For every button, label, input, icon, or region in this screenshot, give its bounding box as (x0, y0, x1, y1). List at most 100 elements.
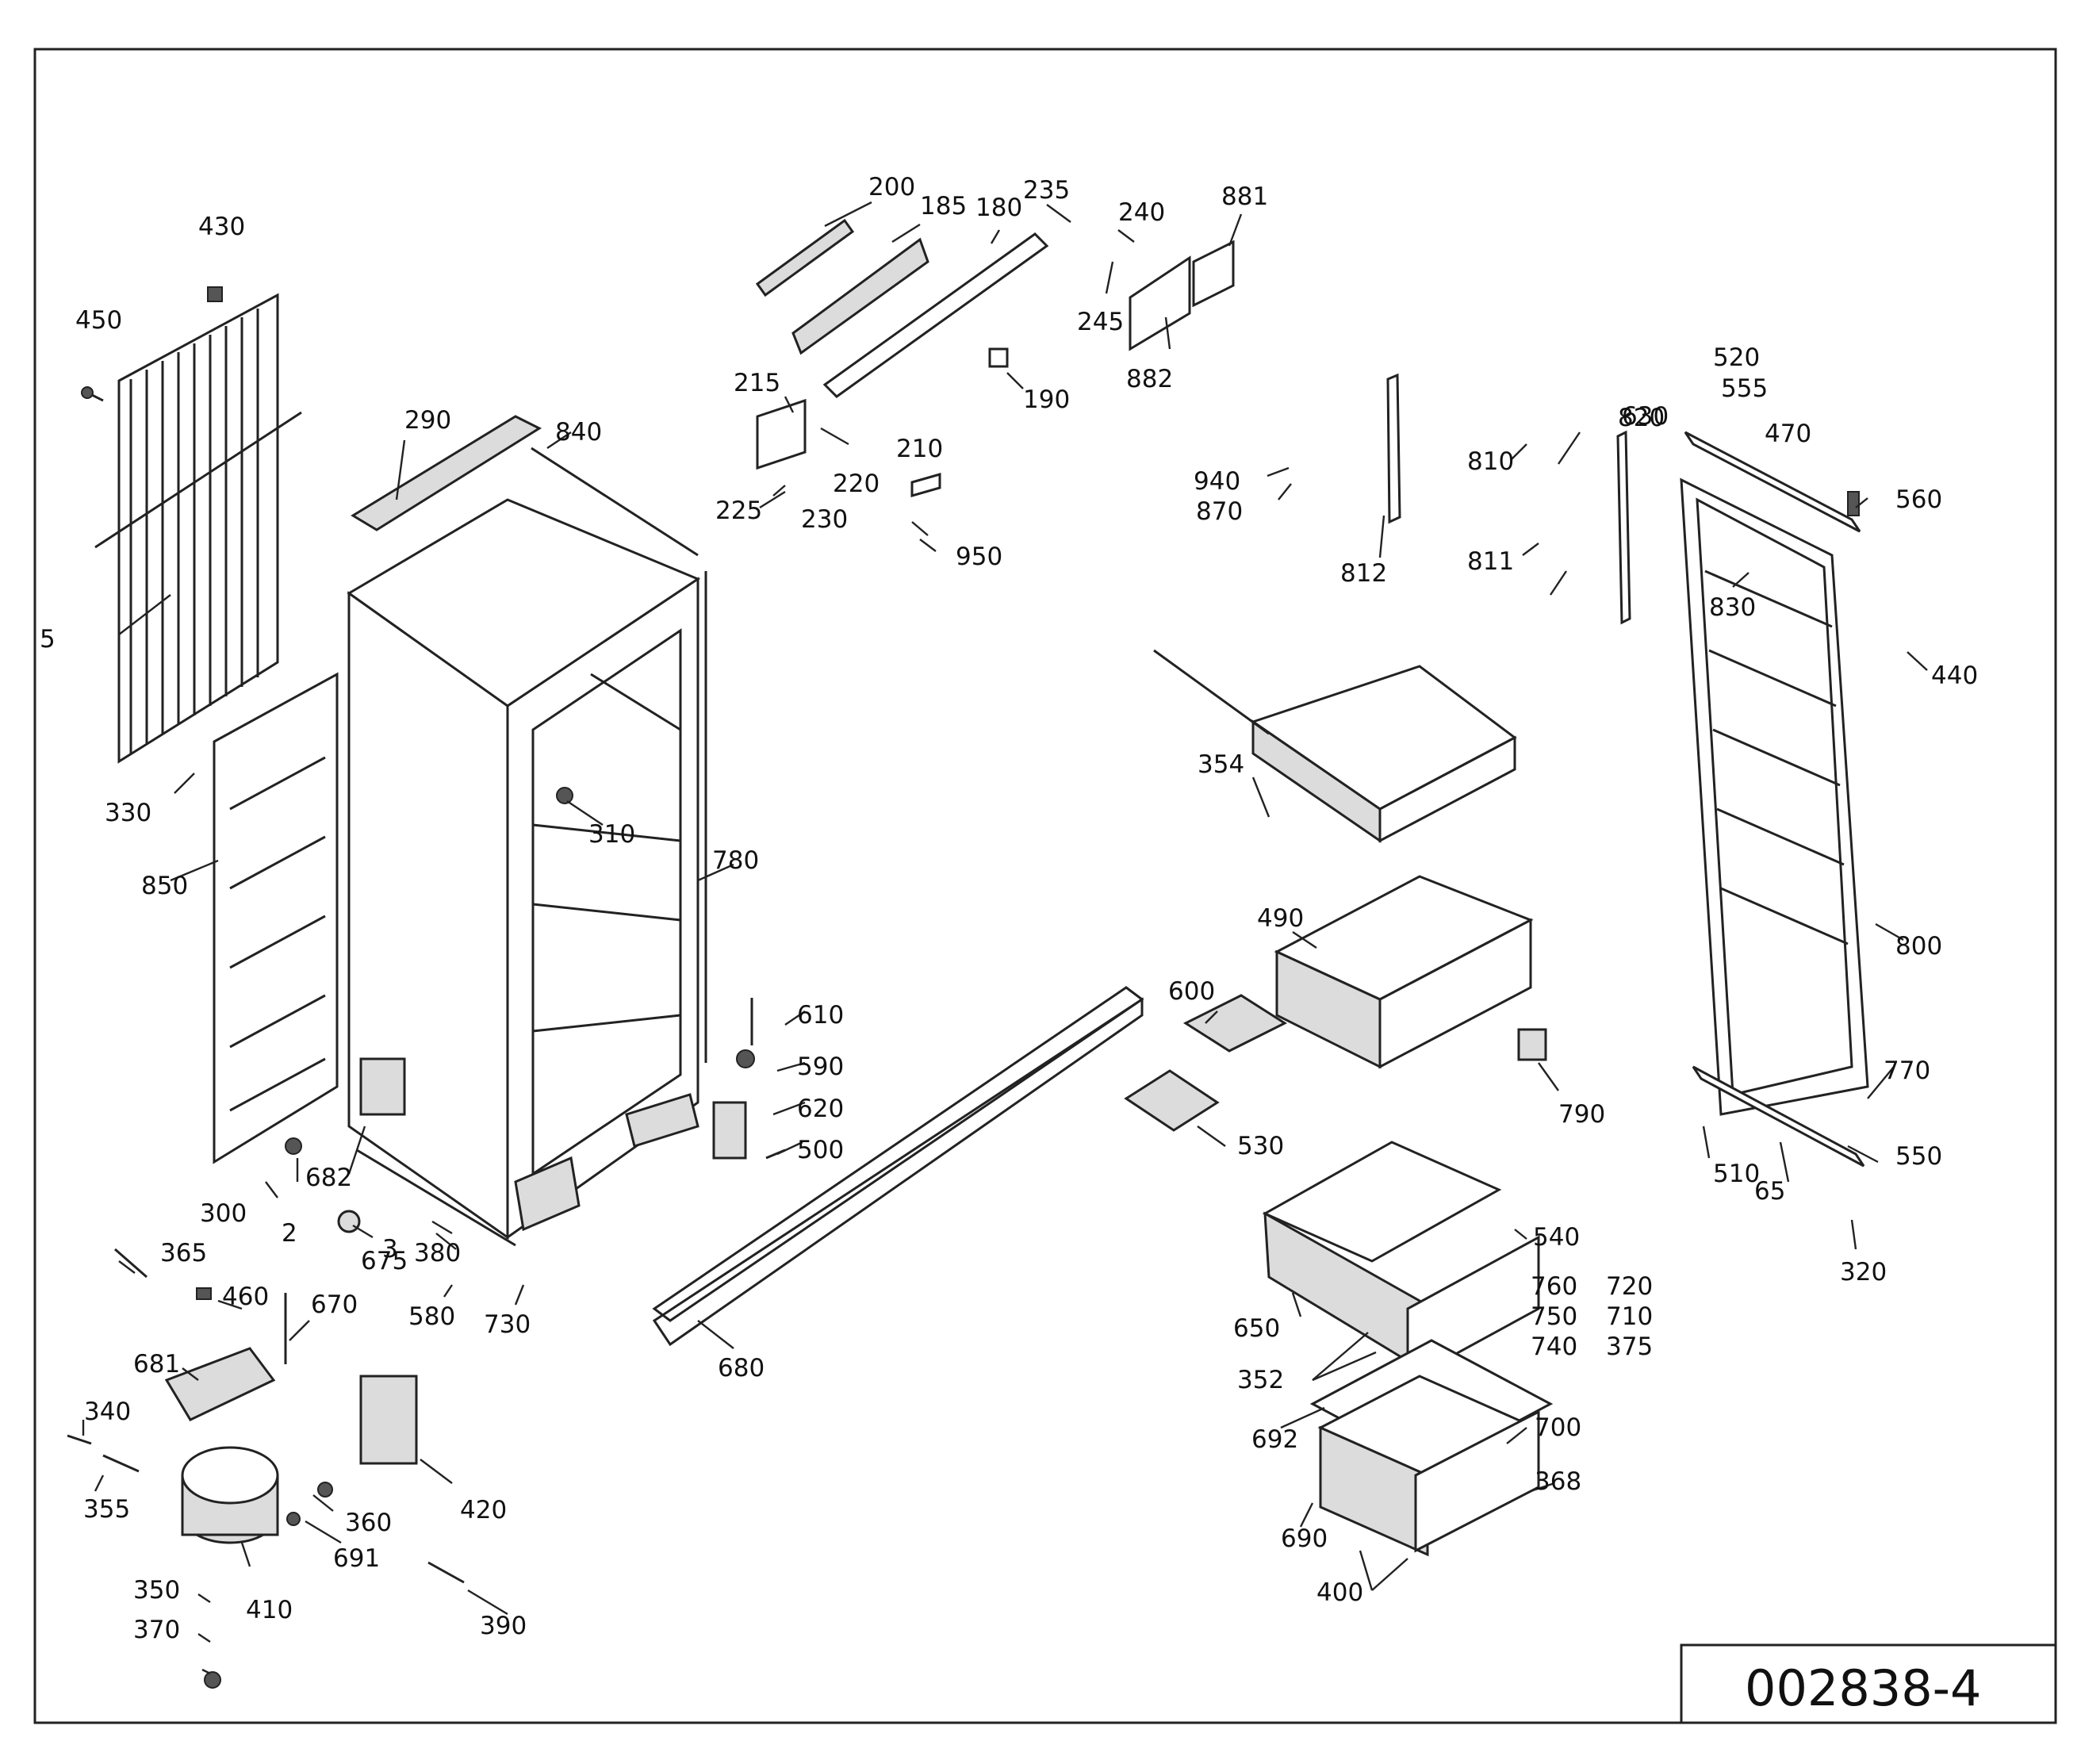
part-label-720: 720 (1606, 1272, 1653, 1301)
part-label-420: 420 (460, 1496, 507, 1524)
tube-352-shape (67, 1434, 92, 1445)
part-label-3: 3 (382, 1235, 398, 1264)
door-490-shape (1680, 477, 1869, 1116)
part-label-470: 470 (1765, 420, 1811, 448)
part-label-180: 180 (975, 194, 1022, 222)
pin-470-shape (1847, 491, 1860, 516)
part-label-790: 790 (1558, 1100, 1605, 1129)
part-label-230: 230 (801, 505, 848, 534)
condenser-part (94, 293, 302, 764)
part-230-shape (910, 473, 941, 497)
wire-5-shape (1153, 649, 1270, 735)
part-430-shape (207, 286, 223, 302)
part-label-365: 365 (160, 1239, 207, 1267)
part-355-shape (286, 1512, 301, 1526)
part-label-670: 670 (311, 1290, 358, 1319)
part-label-950: 950 (956, 543, 1002, 571)
reference-box (1680, 1643, 2057, 1724)
back-panel-slots (229, 756, 326, 1112)
part-label-200: 200 (868, 173, 915, 201)
part-label-460: 460 (222, 1283, 269, 1311)
part-label-330: 330 (105, 799, 151, 827)
compressor-350-shape (181, 1446, 279, 1544)
part-label-680: 680 (718, 1354, 765, 1382)
part-label-352: 352 (1237, 1366, 1284, 1394)
part-label-590: 590 (797, 1053, 844, 1081)
part-label-300: 300 (200, 1199, 247, 1228)
part-label-555: 555 (1721, 374, 1768, 403)
part-label-700: 700 (1535, 1413, 1581, 1442)
control-part-200-shape (755, 218, 855, 297)
part-label-400: 400 (1316, 1578, 1363, 1607)
part-label-760: 760 (1531, 1272, 1577, 1301)
part-300-shape (285, 1137, 302, 1155)
control-panel-180-shape (822, 232, 1049, 398)
part-label-692: 692 (1251, 1425, 1298, 1454)
part-label-370: 370 (133, 1616, 180, 1644)
part-label-610: 610 (797, 1001, 844, 1030)
part-label-850: 850 (141, 872, 188, 900)
part-label-190: 190 (1023, 385, 1070, 414)
part-label-810: 810 (1467, 447, 1514, 476)
part-390-shape (204, 1671, 221, 1689)
part-label-620: 620 (797, 1095, 844, 1123)
part-label-5: 5 (40, 625, 56, 654)
rail-675-shape (356, 1149, 516, 1247)
part-label-520: 520 (1713, 343, 1760, 372)
cabinet-part (347, 498, 701, 1240)
part-label-812: 812 (1340, 559, 1387, 588)
bar-810-shape (1616, 430, 1631, 625)
part-label-225: 225 (715, 497, 762, 525)
part-190-shape (988, 347, 1009, 368)
part-label-820: 820 (1618, 404, 1665, 432)
tube-420-shape (102, 1454, 140, 1473)
door-trim-550-shape (1692, 1065, 1865, 1168)
part-label-450: 450 (75, 306, 122, 335)
part-790-shape (1124, 1069, 1220, 1132)
part-label-368: 368 (1535, 1467, 1581, 1496)
part-label-320: 320 (1840, 1258, 1887, 1287)
part-label-730: 730 (484, 1310, 531, 1339)
part-label-560: 560 (1895, 485, 1942, 514)
part-882-shape (1129, 255, 1191, 351)
hinge-shape-left (625, 1093, 699, 1148)
part-label-240: 240 (1118, 198, 1165, 227)
part-label-340: 340 (84, 1398, 131, 1426)
part-2-shape (337, 1210, 361, 1233)
part-label-490: 490 (1257, 904, 1304, 933)
leader-lines (82, 201, 1928, 1675)
part-label-550: 550 (1895, 1142, 1942, 1171)
part-label-830: 830 (1709, 593, 1756, 622)
relay-360-shape (359, 1375, 418, 1465)
part-label-2: 2 (282, 1219, 297, 1248)
part-label-65: 65 (1754, 1177, 1785, 1206)
part-label-580: 580 (408, 1302, 455, 1331)
part-label-430: 430 (198, 213, 245, 241)
part-label-882: 882 (1126, 365, 1173, 393)
part-label-355: 355 (83, 1495, 130, 1524)
bracket-215-shape (756, 398, 807, 470)
part-label-390: 390 (480, 1612, 527, 1640)
part-label-870: 870 (1196, 497, 1243, 526)
part-label-220: 220 (833, 470, 880, 498)
part-label-780: 780 (712, 846, 759, 875)
part-365-shape (196, 1287, 212, 1300)
part-label-500: 500 (797, 1136, 844, 1164)
door-trim-555-shape (1684, 431, 1861, 533)
part-label-650: 650 (1233, 1314, 1280, 1343)
back-panel-part (213, 672, 339, 1164)
part-65-shape (359, 1057, 406, 1116)
part-label-210: 210 (896, 435, 943, 463)
drawer-690-shape (1317, 1375, 1540, 1557)
part-label-185: 185 (920, 192, 967, 220)
part-label-691: 691 (333, 1544, 380, 1573)
part-label-540: 540 (1533, 1223, 1580, 1252)
part-375-shape (164, 1347, 276, 1421)
top-grille-290-shape (351, 415, 542, 531)
seal-840-shape (531, 447, 699, 557)
part-label-600: 600 (1168, 977, 1215, 1006)
part-label-290: 290 (404, 406, 451, 435)
